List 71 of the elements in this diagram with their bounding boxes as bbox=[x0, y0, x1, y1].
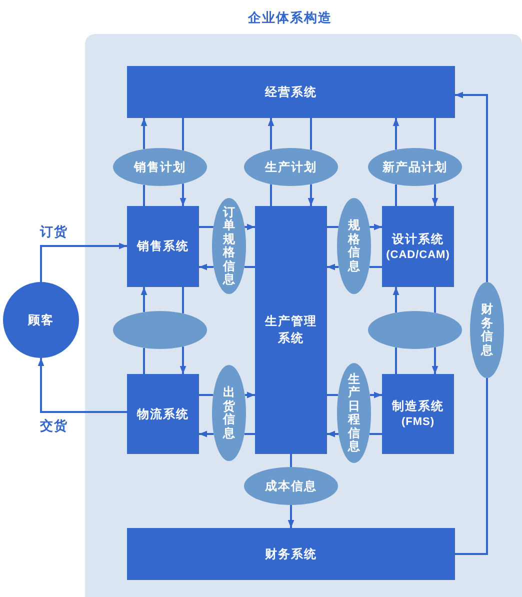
arrow bbox=[244, 392, 255, 398]
arrow bbox=[327, 430, 339, 438]
connector-line bbox=[143, 348, 145, 374]
connector-line bbox=[270, 184, 272, 206]
system-code: (FMS) bbox=[400, 415, 436, 430]
arrow bbox=[308, 184, 314, 206]
arrow bbox=[199, 430, 214, 438]
arrow bbox=[288, 505, 294, 528]
info-label: 出货信息 bbox=[222, 386, 236, 440]
connector-line bbox=[310, 118, 312, 150]
arrow bbox=[392, 118, 400, 150]
info-label: 财务信息 bbox=[480, 303, 494, 357]
arrow bbox=[370, 224, 382, 230]
connector-line bbox=[199, 394, 214, 396]
connector-line bbox=[369, 433, 382, 435]
panel-title: 企业体系构造 bbox=[248, 9, 332, 27]
info-label: 新产品计划 bbox=[382, 158, 448, 176]
arrow bbox=[180, 184, 186, 206]
system-box bbox=[127, 206, 199, 287]
arrow bbox=[268, 118, 274, 150]
info-label: 规格信息 bbox=[348, 219, 360, 273]
arrow bbox=[432, 184, 438, 206]
connector-line bbox=[182, 287, 184, 314]
system-name: 设计系统 bbox=[390, 230, 445, 248]
connector-line bbox=[327, 226, 338, 228]
arrow bbox=[370, 392, 382, 398]
customer-label: 顾客 bbox=[28, 312, 54, 328]
connector-line bbox=[369, 266, 382, 268]
info-label: 生产计划 bbox=[265, 158, 317, 176]
connector-line bbox=[395, 184, 397, 206]
connector-line bbox=[199, 226, 214, 228]
info-label: 成本信息 bbox=[265, 478, 317, 494]
system-name: 销售系统 bbox=[136, 238, 190, 255]
arrow bbox=[40, 242, 127, 282]
info-label: 订单规格信息 bbox=[222, 206, 236, 286]
connector-line bbox=[395, 347, 397, 374]
arrow bbox=[140, 287, 148, 312]
arrow bbox=[392, 287, 400, 313]
arrow bbox=[455, 92, 488, 282]
edge-label: 交货 bbox=[40, 417, 68, 435]
info-label: 生产日程信息 bbox=[348, 372, 360, 454]
arrow bbox=[199, 264, 214, 270]
system-name: 财务系统 bbox=[265, 546, 317, 562]
connector-line bbox=[244, 266, 255, 268]
arrow bbox=[38, 358, 127, 413]
system-name: 物流系统 bbox=[136, 406, 190, 422]
connector-line bbox=[434, 118, 436, 150]
arrow bbox=[180, 346, 186, 374]
system-box bbox=[127, 528, 455, 580]
system-box bbox=[255, 206, 327, 454]
connector-line bbox=[434, 287, 436, 313]
connector-line bbox=[244, 433, 255, 435]
system-box bbox=[382, 206, 454, 287]
system-box bbox=[127, 66, 455, 118]
connector-line bbox=[455, 378, 488, 555]
system-name: 制造系统 bbox=[390, 398, 445, 415]
connector-line bbox=[290, 454, 292, 467]
system-code: (CAD/CAM) bbox=[385, 248, 451, 262]
arrow bbox=[140, 118, 148, 150]
info-label: 销售计划 bbox=[134, 158, 186, 176]
system-name: 经营系统 bbox=[265, 84, 317, 100]
edge-label: 订货 bbox=[40, 223, 68, 241]
arrow bbox=[432, 347, 438, 374]
system-name: 生产管理系统 bbox=[264, 313, 318, 347]
system-box bbox=[127, 374, 199, 454]
arrow bbox=[244, 224, 255, 230]
system-box bbox=[382, 374, 454, 454]
connector-line bbox=[182, 118, 184, 150]
connector-line bbox=[143, 184, 145, 206]
connector-line bbox=[327, 394, 338, 396]
arrow bbox=[327, 264, 339, 270]
